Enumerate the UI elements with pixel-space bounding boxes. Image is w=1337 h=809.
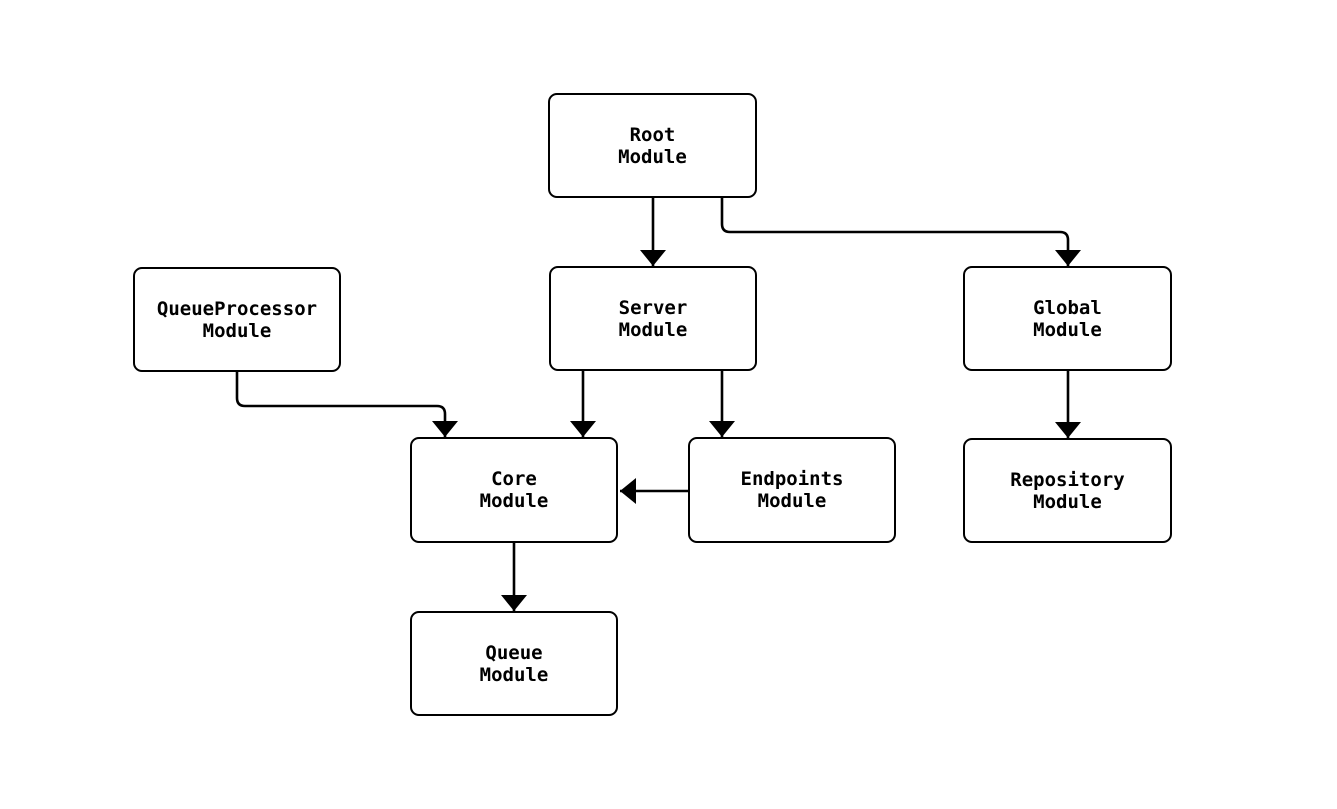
node-label-line: Module — [1033, 318, 1102, 341]
node-label-line: Repository — [1010, 468, 1125, 491]
node-label-line: Module — [618, 145, 687, 168]
node-label-line: Global — [1033, 296, 1102, 319]
node-label-line: Module — [757, 490, 827, 512]
node-label-line: Module — [479, 663, 549, 686]
node-label-line: Module — [1033, 490, 1102, 513]
node-label-line: Module — [202, 319, 272, 342]
node-label-line: Module — [618, 318, 688, 341]
edge-root-to-global — [720, 198, 1081, 266]
node-label-line: QueueProcessor — [156, 297, 318, 320]
node-label-line: Core — [491, 468, 537, 490]
node-label-line: Root — [629, 123, 676, 146]
node-label-line: Queue — [485, 641, 543, 664]
node-label-line: Module — [479, 490, 549, 512]
node-label-line: Endpoints — [740, 468, 844, 490]
edge-queueprocessor-to-core — [235, 372, 458, 437]
node-label-line: Server — [618, 296, 688, 319]
